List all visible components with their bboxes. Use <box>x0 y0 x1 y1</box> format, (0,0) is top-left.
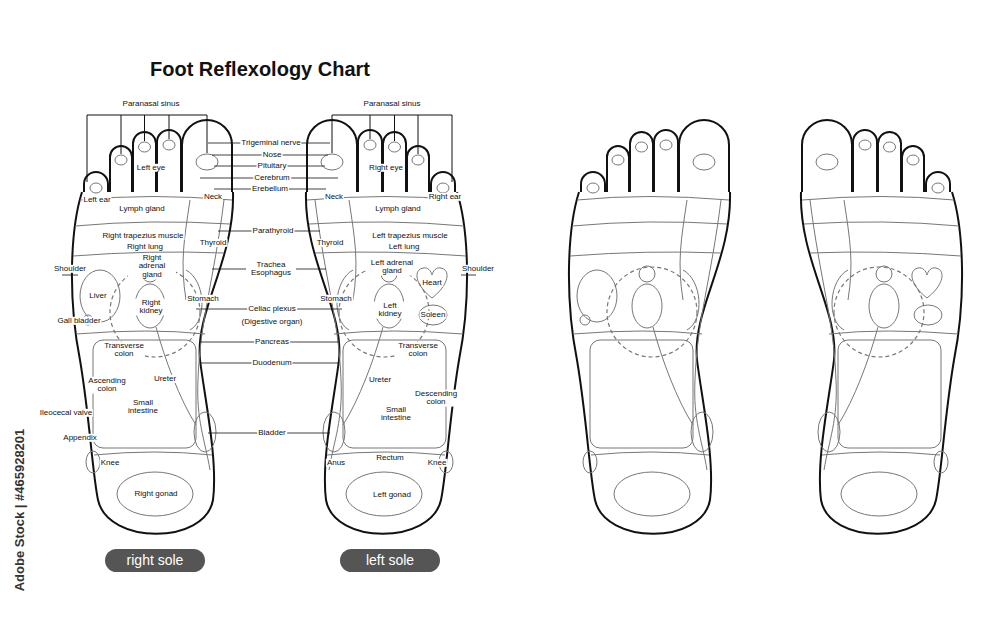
zone-label: Thyroid <box>199 239 228 247</box>
zone-label: Transverse colon <box>103 342 145 359</box>
left-sole <box>332 115 452 182</box>
leader-lines <box>196 143 342 433</box>
zone-label: Duodenum <box>251 359 292 367</box>
zone-label: Ureter <box>368 376 392 384</box>
zone-label: Celiac plexus <box>247 305 297 313</box>
right-sole <box>72 120 233 534</box>
blank-left-sole <box>912 268 942 325</box>
zone-label: Knee <box>100 459 121 467</box>
left-sole <box>417 268 447 325</box>
zone-label: Left trapezius muscle <box>371 232 449 240</box>
zone-label: Paranasal sinus <box>122 100 181 108</box>
zone-label: Lymph gland <box>118 205 166 213</box>
zone-label: Anus <box>326 459 346 467</box>
zone-label: Appendix <box>62 434 97 442</box>
blank-right-sole <box>569 120 730 534</box>
blank-left-sole <box>801 120 962 534</box>
zone-label: Neck <box>203 193 223 201</box>
blank-right-sole <box>577 270 617 325</box>
zone-label: (Digestive organ) <box>241 318 304 326</box>
zone-label: Left adrenal gland <box>368 259 416 276</box>
zone-label: Paranasal sinus <box>363 100 422 108</box>
zone-label: Shoulder <box>461 265 495 273</box>
zone-label: Thyroid <box>316 239 345 247</box>
zone-label: Heart <box>421 279 443 287</box>
zone-label: Neck <box>324 193 344 201</box>
right-sole <box>87 115 207 182</box>
zone-label: Descending colon <box>414 390 458 407</box>
zone-label: Left eye <box>136 164 166 172</box>
zone-label: Left kidney <box>372 302 408 319</box>
blank-right-sole <box>569 120 730 534</box>
zone-label: Stomach <box>186 295 220 303</box>
left-sole <box>306 120 467 534</box>
zone-label: Pancreas <box>254 338 290 346</box>
zone-label: Left lung <box>388 243 421 251</box>
zone-label: Ileocecal valve <box>39 409 93 417</box>
zone-label: Rectum <box>375 454 405 462</box>
chart-title: Foot Reflexology Chart <box>150 58 370 81</box>
zone-label: Left gonad <box>372 491 412 499</box>
zone-label: Erebellum <box>251 185 289 193</box>
zone-label: Right eye <box>368 164 404 172</box>
zone-label: Pituitary <box>257 162 288 170</box>
zone-label: Ureter <box>153 375 177 383</box>
pill-text: left sole <box>366 552 414 568</box>
zone-label: Right gonad <box>133 490 178 498</box>
zone-label: Cerebrum <box>253 174 291 182</box>
zone-label: Left ear <box>82 196 111 204</box>
zone-label: Liver <box>88 292 107 300</box>
zone-label: Parathyroid <box>252 227 295 235</box>
zone-label: Bladder <box>257 429 287 437</box>
zone-label: Right trapezius muscle <box>102 232 185 240</box>
zone-label: Right lung <box>126 243 164 251</box>
zone-label: Right adrenal gland <box>128 254 176 279</box>
zone-label: Right kidney <box>133 299 169 316</box>
watermark: Adobe Stock | #465928201 <box>13 428 27 593</box>
zone-label: Shoulder <box>53 265 87 273</box>
zone-label: Nose <box>262 151 283 159</box>
zone-label: Gall bladder <box>56 317 101 325</box>
zone-label: Stomach <box>319 295 353 303</box>
zone-label: Knee <box>427 459 448 467</box>
zone-label: Right ear <box>428 193 462 201</box>
zone-label: Lymph gland <box>374 205 422 213</box>
sole-label-pill: left sole <box>340 549 440 572</box>
zone-label: Small intestine <box>122 399 164 416</box>
zone-label: Small intestine <box>375 406 417 423</box>
blank-left-sole <box>801 120 962 534</box>
zone-label: Trachea Esophagus <box>246 261 296 278</box>
sole-label-pill: right sole <box>105 549 205 572</box>
pill-text: right sole <box>127 552 184 568</box>
zone-label: Transverse colon <box>397 342 439 359</box>
zone-label: Trigeminal nerve <box>240 139 301 147</box>
zone-label: Ascending colon <box>87 377 127 394</box>
leader-lines <box>62 143 476 433</box>
zone-label: Soleen <box>420 311 447 319</box>
